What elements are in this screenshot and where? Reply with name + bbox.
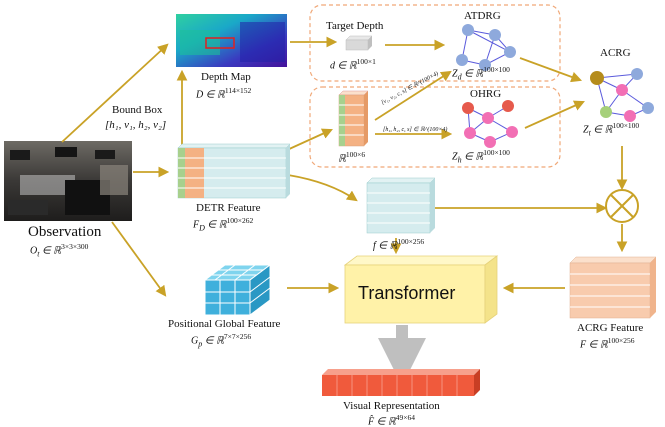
arrow-small-to-atdrg <box>374 70 452 121</box>
transformer-box <box>343 255 499 324</box>
visual-rep-bar <box>322 369 480 396</box>
arrow-detr-to-small <box>286 128 333 151</box>
acrg-math: Zt ∈ ℝ100×100 <box>583 121 640 138</box>
f-math: f ∈ ℝ100×256 <box>373 237 425 252</box>
visual-rep-math: F̂ ∈ ℝ49×64 <box>368 413 415 427</box>
arrow-obs-to-positional <box>111 221 167 297</box>
bound-box-math: [h₁, v₁, h₂, v₂] <box>105 119 167 131</box>
dashed-box-bottom <box>309 86 561 168</box>
acrg-label: ACRG <box>600 47 631 59</box>
visual-rep-label: Visual Representation <box>343 400 440 412</box>
small-feature-stack <box>338 90 369 147</box>
target-depth-label: Target Depth <box>326 20 384 32</box>
arrow-obs-to-depth <box>61 43 169 143</box>
detr-math: FD ∈ ℝ100×262 <box>193 216 254 233</box>
ohrg-graph <box>462 100 518 148</box>
diag-label-2: [h₁, h₂, c, s] ∈ ℝ^(100×4) <box>383 127 448 133</box>
acrg-feature-stack <box>569 256 657 319</box>
acrg-feature-label: ACRG Feature <box>577 322 644 334</box>
atdrg-graph <box>456 24 516 71</box>
positional-label: Positional Global Feature <box>168 318 281 330</box>
atdrg-math: Zd ∈ ℝ100×100 <box>452 65 510 82</box>
arrow-detr-to-f <box>287 174 358 202</box>
ohrg-math: Zh ∈ ℝ100×100 <box>452 148 510 165</box>
depth-map-math: D ∈ ℝ114×152 <box>196 86 252 101</box>
detr-feature-label: DETR Feature <box>196 202 261 214</box>
ohrg-label: OHRG <box>470 88 502 100</box>
f-feature-stack <box>366 177 436 234</box>
target-depth-math: d ∈ ℝ100×1 <box>330 57 376 72</box>
positional-cube <box>203 264 272 316</box>
atdrg-label: ATDRG <box>464 10 501 22</box>
bound-box-label: Bound Box <box>112 104 163 116</box>
positional-math: Gp ∈ ℝ7×7×256 <box>191 332 252 349</box>
arrow-ohrg-to-acrg <box>524 100 585 129</box>
detr-feature-stack <box>177 143 291 199</box>
small-feature-math: ℝ100×6 <box>338 150 366 165</box>
depth-map-label: Depth Map <box>201 71 251 83</box>
observation-image <box>4 141 132 221</box>
otimes-symbol <box>605 189 639 223</box>
acrg-feature-math: F ∈ ℝ100×256 <box>580 336 635 351</box>
observation-math: Ot ∈ ℝ3×3×300 <box>30 242 89 259</box>
transformer-label: Transformer <box>358 283 456 303</box>
target-depth-bar <box>345 35 373 51</box>
observation-label: Observation <box>28 224 102 240</box>
acrg-graph <box>590 68 654 122</box>
arrow-atdrg-to-acrg <box>519 57 583 83</box>
depth-map-image <box>176 14 287 67</box>
